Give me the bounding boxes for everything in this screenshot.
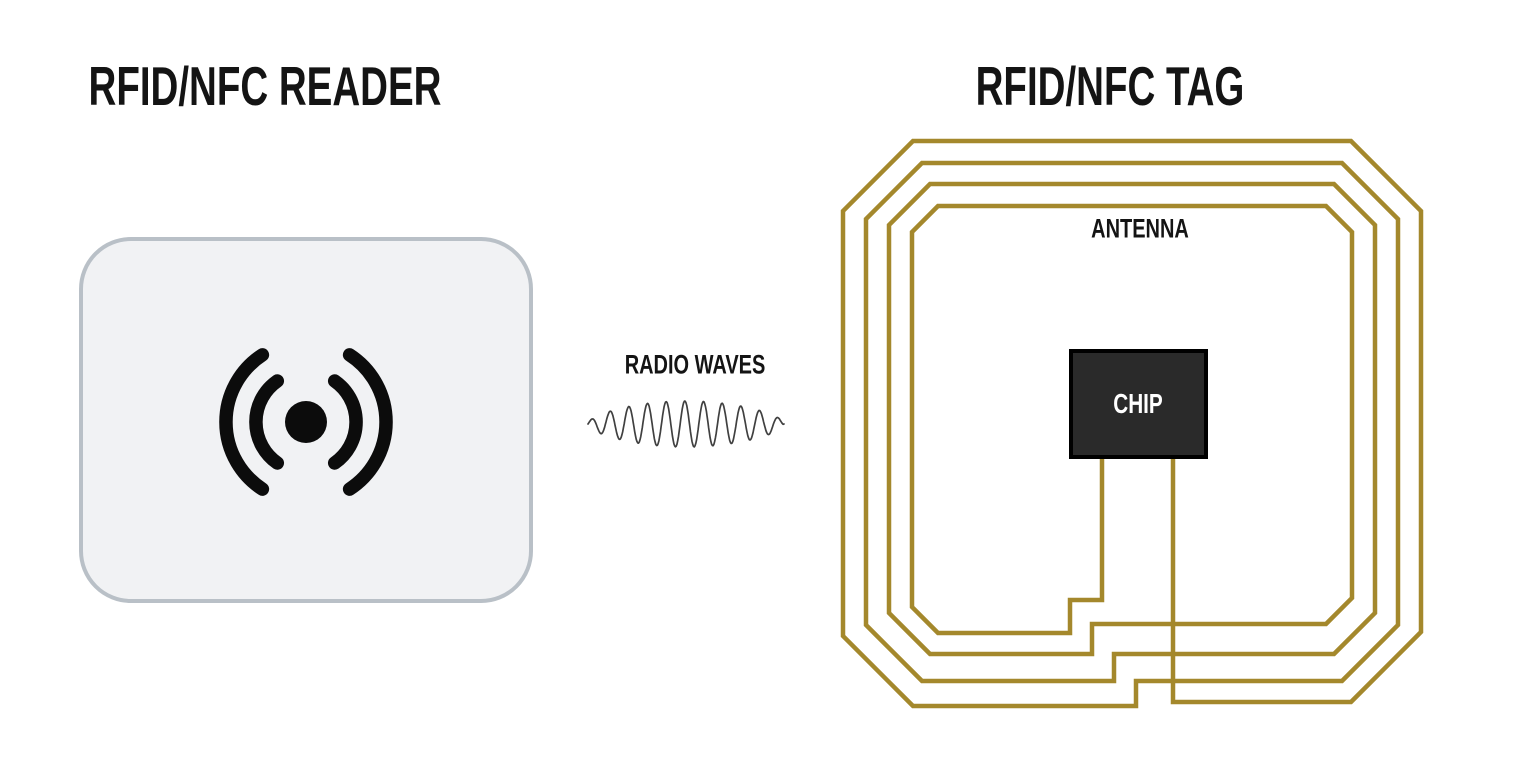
broadcast-icon: [219, 348, 393, 496]
outer-left-arc: [219, 348, 270, 496]
inner-left-arc: [249, 374, 285, 470]
chip-label: CHIP: [1113, 388, 1163, 419]
reader-title: RFID/NFC READER: [88, 55, 442, 117]
chip-rect: [1069, 349, 1208, 459]
inner-right-arc: [327, 374, 363, 470]
antenna-coil-spiral: [840, 138, 1424, 709]
antenna-label: ANTENNA: [1091, 213, 1189, 244]
tag-title: RFID/NFC TAG: [975, 55, 1245, 117]
outer-right-arc: [342, 348, 393, 496]
broadcast-dot: [285, 401, 327, 443]
radio-wave-path: [587, 400, 785, 448]
radio-waves-label: RADIO WAVES: [624, 349, 766, 380]
radio-wave-group: [587, 400, 785, 448]
